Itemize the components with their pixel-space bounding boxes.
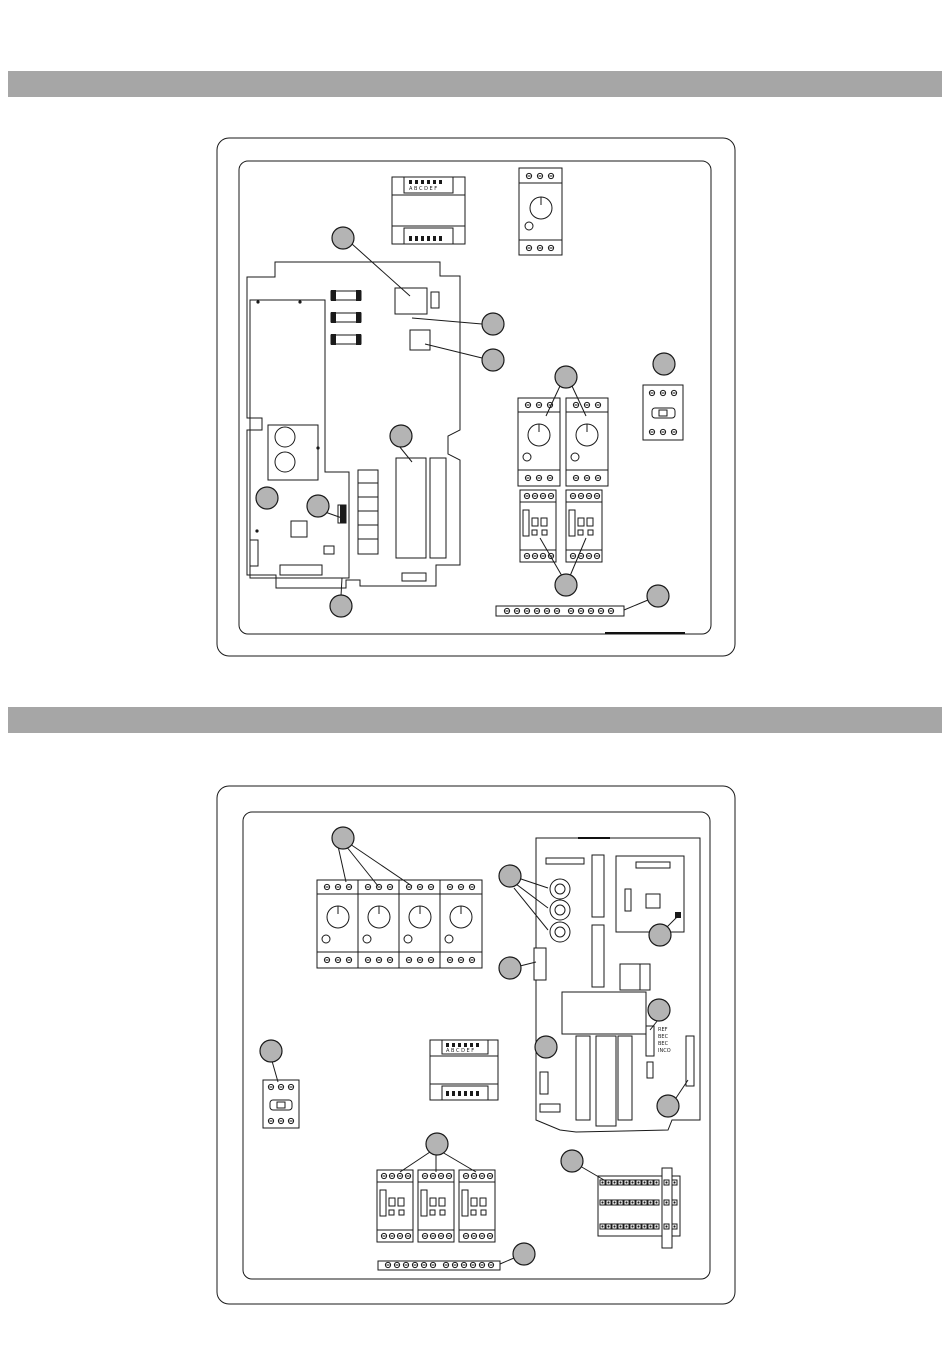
callout-marker [555, 366, 577, 388]
callout-marker [513, 1243, 535, 1265]
top-main-breaker [519, 168, 562, 255]
bottom-terminal-rail [598, 1168, 680, 1248]
callout-marker [535, 1036, 557, 1058]
bottom-control-board: REF BEC BEC INCO [534, 838, 700, 1132]
callout-marker [649, 924, 671, 946]
transformer-terminal-letters-bottom: A B C D E F [446, 1048, 474, 1054]
callout-marker [499, 957, 521, 979]
callout-marker [647, 585, 669, 607]
callout-marker [482, 349, 504, 371]
callout-marker [426, 1133, 448, 1155]
bottom-contactors [377, 1170, 495, 1242]
top-control-board [247, 262, 460, 588]
callout-marker [561, 1150, 583, 1172]
bottom-small-breaker [263, 1080, 299, 1128]
top-transformer: A B C D E F [392, 177, 465, 244]
callout-marker [256, 487, 278, 509]
callout-marker [330, 595, 352, 617]
callout-marker [332, 227, 354, 249]
callout-marker [307, 495, 329, 517]
bottom-earth-bar [378, 1261, 500, 1270]
callout-marker [499, 865, 521, 887]
callout-marker [653, 353, 675, 375]
callout-marker [555, 574, 577, 596]
bottom-transformer: A B C D E F [430, 1040, 498, 1100]
top-earth-bar [496, 606, 624, 616]
bottom-motor-breakers [317, 880, 482, 968]
top-small-breaker [643, 385, 683, 440]
callout-marker [260, 1040, 282, 1062]
pcb-label-3: BEC [658, 1041, 669, 1047]
callout-marker [657, 1095, 679, 1117]
callout-marker [332, 827, 354, 849]
pcb-label-4: INCO [658, 1048, 671, 1054]
pcb-label-2: BEC [658, 1034, 669, 1040]
callout-marker [390, 425, 412, 447]
callout-marker [648, 999, 670, 1021]
transformer-terminal-letters: A B C D E F [409, 186, 437, 192]
top-motor-starters [518, 398, 608, 562]
top-callouts [256, 227, 675, 617]
pcb-label-1: REF [658, 1027, 668, 1033]
callout-marker [482, 313, 504, 335]
